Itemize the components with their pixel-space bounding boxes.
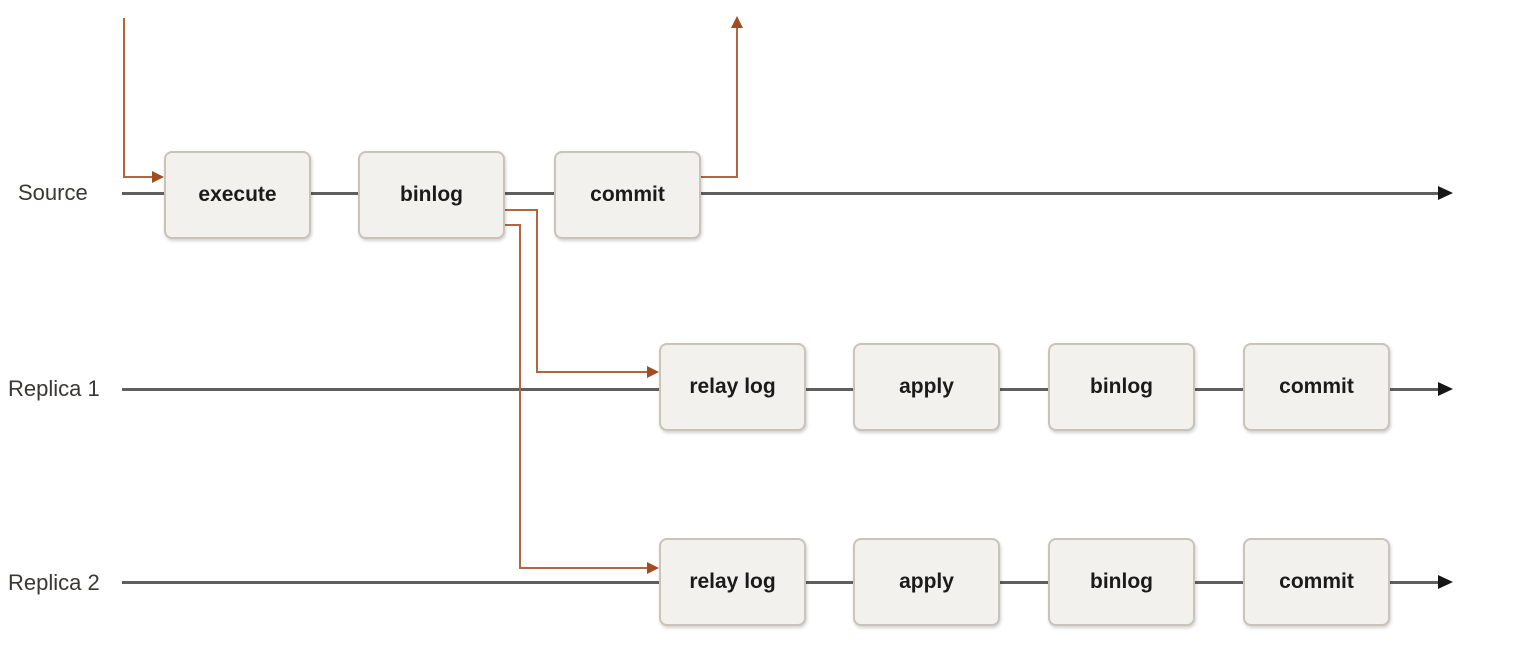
box-replica1-apply: apply (853, 343, 1000, 431)
row-label-replica-2: Replica 2 (8, 570, 100, 595)
flow-commit-ack-horizontal-line (700, 176, 738, 178)
flow-binlog-to-relay1-exit-line (505, 209, 538, 211)
box-replica1-binlog: binlog (1048, 343, 1195, 431)
timeline-replica-1-arrowhead-icon (1438, 382, 1453, 396)
box-replica2-relay-log: relay log (659, 538, 806, 626)
row-label-replica-1: Replica 1 (8, 376, 100, 401)
flow-binlog-to-relay1-vertical-line (536, 209, 538, 373)
flow-binlog-to-relay1-arrowhead-icon (647, 366, 659, 378)
flow-client-request-horizontal-line (123, 176, 152, 178)
timeline-replica-2-arrowhead-icon (1438, 575, 1453, 589)
timeline-source (122, 192, 1438, 195)
box-replica2-apply: apply (853, 538, 1000, 626)
box-replica2-binlog: binlog (1048, 538, 1195, 626)
flow-binlog-to-relay2-arrowhead-icon (647, 562, 659, 574)
flow-binlog-to-relay1-horizontal-line (536, 371, 647, 373)
flow-client-request-vertical-line (123, 18, 125, 178)
flow-binlog-to-relay2-exit-line (505, 224, 521, 226)
row-label-source: Source (18, 180, 88, 205)
box-source-execute: execute (164, 151, 311, 239)
box-replica1-commit: commit (1243, 343, 1390, 431)
timeline-source-arrowhead-icon (1438, 186, 1453, 200)
box-source-binlog: binlog (358, 151, 505, 239)
flow-commit-ack-arrowhead-icon (731, 16, 743, 28)
box-source-commit: commit (554, 151, 701, 239)
flow-binlog-to-relay2-horizontal-line (519, 567, 647, 569)
flow-client-request-arrowhead-icon (152, 171, 164, 183)
box-replica2-commit: commit (1243, 538, 1390, 626)
flow-commit-ack-vertical-line (736, 28, 738, 178)
flow-binlog-to-relay2-vertical-line (519, 224, 521, 569)
box-replica1-relay-log: relay log (659, 343, 806, 431)
